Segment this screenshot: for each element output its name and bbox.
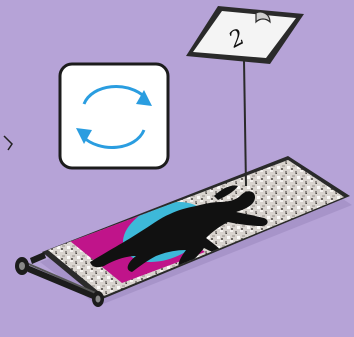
number-sign: 2 xyxy=(186,6,304,64)
sign-post xyxy=(244,60,246,186)
edge-mark xyxy=(4,136,12,150)
silhouette-mat xyxy=(42,156,350,300)
rotate-button[interactable] xyxy=(60,64,168,168)
